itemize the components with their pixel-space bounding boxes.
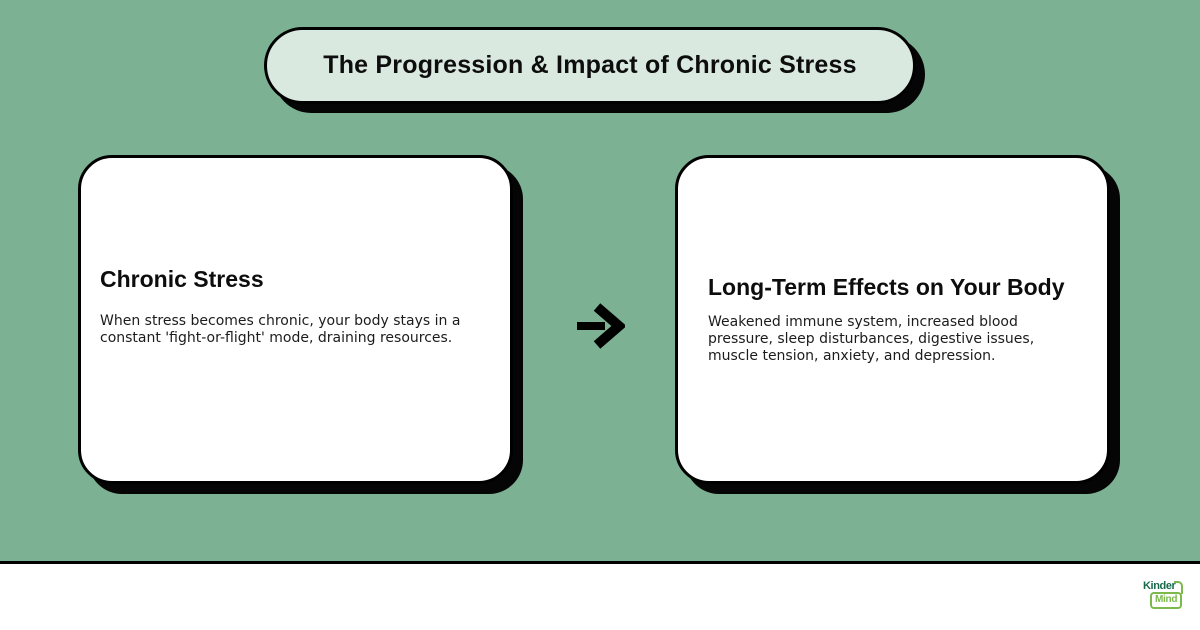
logo-text-kinder: Kinder [1143,580,1176,592]
card-heading: Long-Term Effects on Your Body [708,274,1065,300]
card-body: When stress becomes chronic, your body s… [100,313,461,346]
title-text: The Progression & Impact of Chronic Stre… [323,51,857,79]
logo-bracket-icon [1174,581,1183,594]
right-arrow-icon [577,303,625,349]
kindermind-logo: Kinder Mind [1143,580,1187,612]
title-banner: The Progression & Impact of Chronic Stre… [264,27,916,104]
card-body: Weakened immune system, increased blood … [708,314,1035,364]
footer-bar: Kinder Mind [0,564,1200,630]
logo-text-mind: Mind [1150,592,1183,609]
footer-divider-line [0,561,1200,564]
card-chronic-stress: Chronic Stress When stress becomes chron… [78,155,513,484]
card-long-term-effects: Long-Term Effects on Your Body Weakened … [675,155,1110,484]
card-heading: Chronic Stress [100,266,264,292]
